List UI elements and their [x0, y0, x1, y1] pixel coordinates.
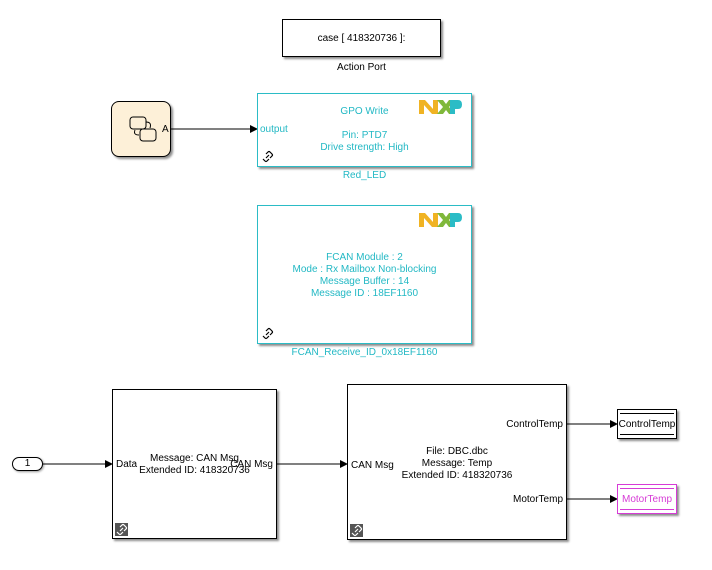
stateflow-icon [129, 116, 157, 142]
can-pack-block[interactable]: Message: CAN Msg Extended ID: 418320736 … [112, 389, 277, 539]
switch-case-action-block[interactable]: case [ 418320736 ]: [282, 19, 441, 57]
controltemp-store-block[interactable]: ControlTemp [617, 409, 677, 439]
store-top-rule [620, 413, 674, 414]
store-bottom-rule [620, 509, 674, 510]
gpo-write-block[interactable]: GPO Write Pin: PTD7 Drive strength: High… [257, 93, 472, 167]
gpo-write-input-port: output [260, 124, 288, 135]
can-unpack-block[interactable]: File: DBC.dbc Message: Temp Extended ID:… [347, 384, 567, 540]
fcan-module: FCAN Module : 2 [326, 252, 403, 263]
gpo-write-drive: Drive strength: High [320, 142, 409, 153]
store-bottom-rule [620, 434, 674, 435]
library-link-icon [350, 524, 363, 537]
can-unpack-file: File: DBC.dbc [426, 446, 488, 457]
motortemp-store-name: MotorTemp [621, 494, 672, 505]
can-pack-ext-id: Extended ID: 418320736 [139, 465, 250, 476]
gpo-write-caption: Red_LED [342, 170, 387, 181]
nxp-logo-icon [419, 100, 462, 114]
can-unpack-message: Message: Temp [421, 458, 493, 469]
switch-case-condition: case [ 418320736 ]: [317, 33, 406, 44]
gpo-write-pin: Pin: PTD7 [341, 130, 388, 141]
can-pack-message: Message: CAN Msg [150, 453, 239, 464]
stateflow-chart-block[interactable]: A [111, 101, 171, 157]
can-pack-output-port: CAN Msg [230, 459, 273, 470]
fcan-message-id: Message ID : 18EF1160 [310, 288, 419, 299]
inport-block[interactable]: 1 [12, 457, 43, 471]
fcan-buffer: Message Buffer : 14 [319, 276, 410, 287]
can-unpack-input-port: CAN Msg [351, 460, 394, 471]
nxp-logo-icon [419, 213, 462, 227]
can-unpack-ext-id: Extended ID: 418320736 [401, 470, 513, 481]
motortemp-store-block[interactable]: MotorTemp [617, 484, 677, 514]
fcan-mode: Mode : Rx Mailbox Non-blocking [292, 264, 437, 275]
store-top-rule [620, 488, 674, 489]
can-unpack-output-motortemp: MotorTemp [512, 494, 563, 505]
library-link-icon [262, 327, 274, 340]
library-link-icon [262, 150, 274, 163]
chart-output-port-label: A [162, 124, 169, 135]
gpo-write-title: GPO Write [340, 106, 389, 117]
controltemp-store-name: ControlTemp [618, 419, 676, 430]
inport-number: 1 [24, 458, 31, 469]
can-unpack-output-controltemp: ControlTemp [506, 419, 563, 430]
action-port-caption: Action Port [337, 62, 386, 73]
fcan-receive-caption: FCAN_Receive_ID_0x18EF1160 [291, 347, 438, 358]
library-link-icon [115, 523, 128, 536]
can-pack-input-port: Data [116, 459, 138, 470]
fcan-receive-block[interactable]: FCAN Module : 2 Mode : Rx Mailbox Non-bl… [257, 205, 472, 344]
